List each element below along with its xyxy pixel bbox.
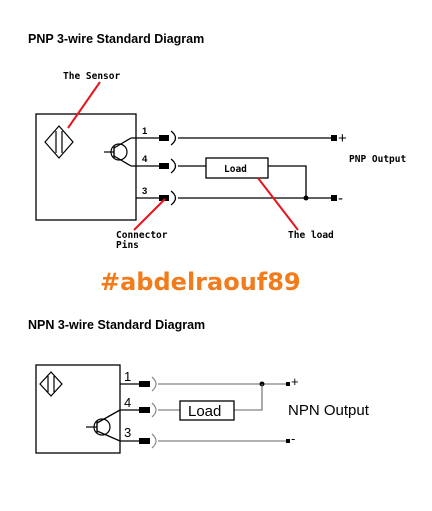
- pnp-sensor-symbol-icon: [44, 125, 74, 159]
- watermark-text: #abdelraouf89: [100, 268, 301, 296]
- npn-plus-terminal: [286, 382, 290, 386]
- npn-pin-4-label: 4: [124, 395, 131, 410]
- pnp-load-label: Load: [224, 164, 247, 175]
- pnp-load-callout-line: [257, 177, 299, 231]
- pnp-plus-sign: +: [338, 130, 347, 147]
- npn-transistor-icon: [86, 409, 121, 442]
- pnp-title: PNP 3-wire Standard Diagram: [28, 32, 204, 46]
- npn-load-box: [179, 400, 235, 421]
- npn-output-label: NPN Output: [288, 402, 370, 419]
- npn-pin-3-label: 3: [124, 425, 131, 440]
- pnp-sensor-callout-line: [67, 81, 101, 129]
- pnp-pin-4-label: 4: [142, 154, 148, 165]
- npn-sensor-symbol-icon: [39, 371, 63, 397]
- npn-load-return: [234, 384, 263, 411]
- pnp-transistor-icon: [104, 137, 132, 167]
- npn-pin-1-label: 1: [124, 369, 131, 384]
- npn-minus-sign: -: [291, 431, 295, 446]
- pnp-output-label: PNP Output: [349, 154, 406, 165]
- npn-sensor-body: [35, 364, 121, 454]
- pnp-pin-1-label: 1: [142, 126, 148, 137]
- pnp-connector-pins: [159, 130, 177, 206]
- npn-plus-sign: +: [291, 374, 299, 389]
- npn-load-label: Load: [188, 403, 221, 420]
- pnp-sensor-body: [35, 113, 137, 221]
- npn-minus-terminal: [286, 439, 290, 443]
- npn-connector-pins: [139, 376, 157, 449]
- pnp-minus-sign: -: [338, 190, 343, 207]
- npn-title: NPN 3-wire Standard Diagram: [28, 318, 205, 332]
- pnp-plus-terminal: [331, 135, 337, 141]
- pnp-load-callout-label: The load: [288, 230, 334, 241]
- pnp-pin-3-label: 3: [142, 186, 147, 197]
- pnp-connector-callout-line: [133, 198, 166, 231]
- pnp-load-box: [205, 157, 269, 179]
- pnp-connector-label-line1: Connector: [116, 230, 168, 241]
- pnp-connector-label-line2: Pins: [116, 240, 139, 251]
- pnp-minus-terminal: [331, 195, 337, 201]
- pnp-load-return: [268, 165, 307, 198]
- pnp-sensor-label: The Sensor: [63, 71, 120, 82]
